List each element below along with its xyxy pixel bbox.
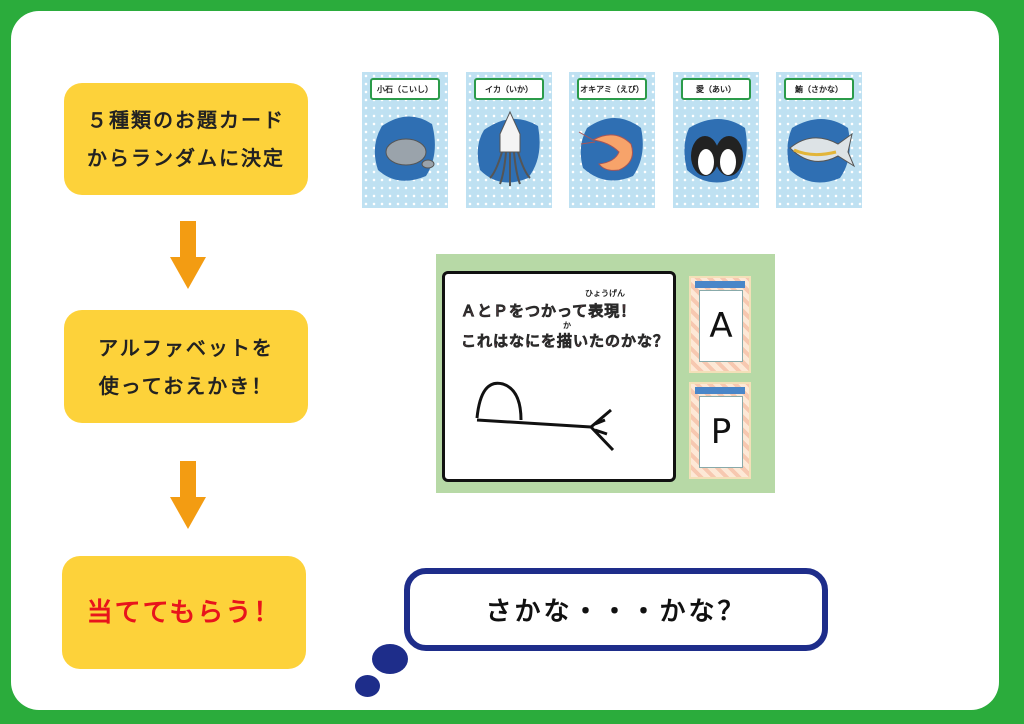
letter-card-letter: A: [699, 290, 743, 362]
letter-card-letter: P: [699, 396, 743, 468]
step-2-line2: 使っておえかき！: [98, 373, 274, 398]
letter-card-header: [695, 281, 745, 288]
penguin-icon: [684, 119, 747, 183]
thought-bubble: さかな・・・かな？: [404, 568, 828, 651]
thought-dot-small: [355, 675, 380, 697]
topic-card-label: 愛（あい）: [681, 78, 751, 100]
step-1-box: ５種類のお題カード からランダムに決定: [64, 83, 308, 195]
fish-icon: [787, 119, 856, 183]
step-3-box: 当ててもらう！: [62, 556, 306, 669]
ruby-ka: か: [563, 321, 571, 330]
drawing-board: ひょうげん ＡとＰをつかって表現！ か これはなにを描いたのかな？: [442, 271, 676, 482]
topic-card-label: 鮪（さかな）: [784, 78, 854, 100]
pebble-icon: [374, 116, 435, 181]
topic-card-label: イカ（いか）: [474, 78, 544, 100]
topic-card-pebble: 小石（こいし）: [362, 72, 448, 208]
topic-card-fish: 鮪（さかな）: [776, 72, 862, 208]
topic-card-label: オキアミ（えび）: [577, 78, 647, 100]
squid-icon: [477, 110, 540, 186]
topic-card-krill: オキアミ（えび）: [569, 72, 655, 208]
down-arrow-icon: [170, 221, 206, 289]
topic-card-squid: イカ（いか）: [466, 72, 552, 208]
topic-card-penguin: 愛（あい）: [673, 72, 759, 208]
letter-card-header: [695, 387, 745, 394]
board-prompt-2: これはなにを描いたのかな？: [461, 332, 670, 351]
board-prompt-1: ＡとＰをつかって表現！: [461, 302, 637, 321]
down-arrow-icon: [170, 461, 206, 529]
thought-bubble-text: さかな・・・かな？: [485, 597, 747, 627]
krill-icon: [578, 118, 643, 181]
step-1-line2: からランダムに決定: [87, 146, 285, 170]
step-2-line1: アルファベットを: [98, 335, 274, 360]
step-1-line1: ５種類のお題カード: [87, 108, 285, 132]
letter-card-p: P: [689, 382, 751, 479]
fish-drawing: [475, 381, 615, 452]
step-3-line1: 当ててもらう！: [86, 597, 282, 628]
thought-dot-large: [372, 644, 408, 674]
topic-card-label: 小石（こいし）: [370, 78, 440, 100]
letter-card-a: A: [689, 276, 751, 373]
step-2-box: アルファベットを 使っておえかき！: [64, 310, 308, 423]
ruby-hyougen: ひょうげん: [585, 289, 625, 298]
